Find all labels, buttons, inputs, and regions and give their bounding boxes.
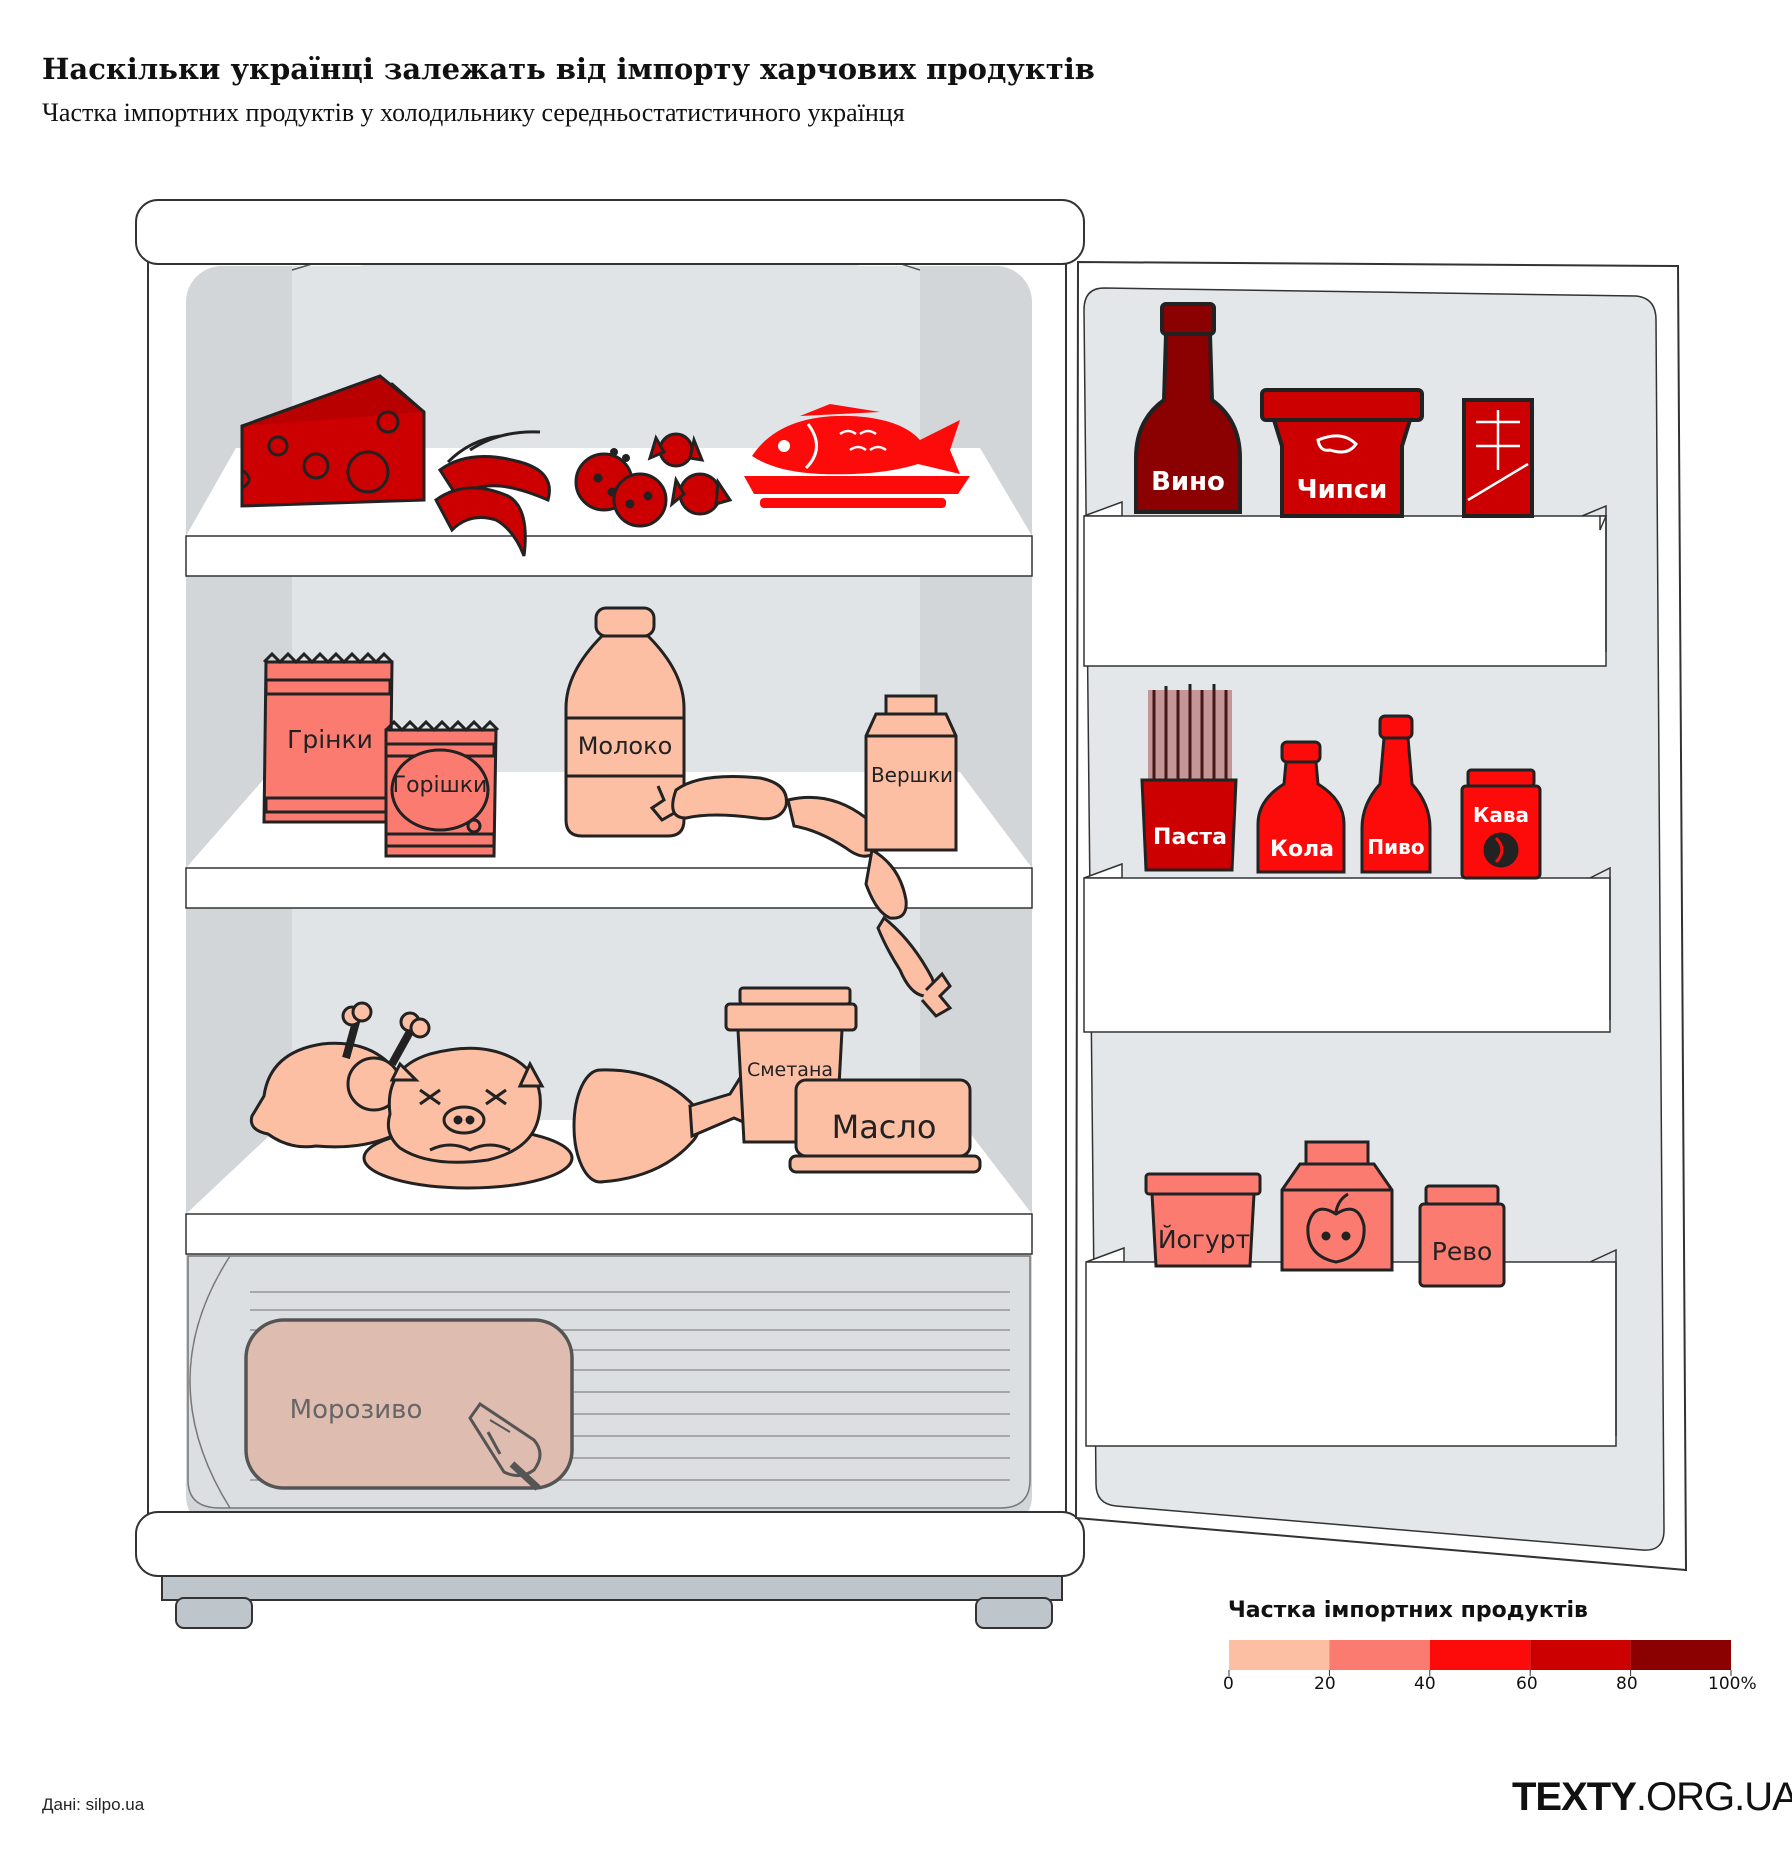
door-shelf-1 bbox=[1083, 515, 1607, 667]
legend-bin-0 bbox=[1229, 1640, 1330, 1670]
kola-bottle bbox=[1256, 740, 1346, 874]
kola-label: Кола bbox=[1270, 837, 1334, 862]
fridge-foot-right bbox=[975, 1597, 1053, 1629]
legend-tick-80: 80 bbox=[1616, 1674, 1638, 1694]
chypsy-label: Чипси bbox=[1297, 475, 1388, 505]
fridge-bottom bbox=[135, 1511, 1085, 1577]
legend-bin-3 bbox=[1530, 1640, 1631, 1670]
cheese-icon bbox=[240, 374, 426, 508]
page-title: Наскільки українці залежать від імпорту … bbox=[42, 52, 1095, 86]
revo-can bbox=[1418, 1184, 1506, 1288]
pasta-pack bbox=[1140, 684, 1238, 872]
legend-tick-40: 40 bbox=[1414, 1674, 1436, 1694]
apple-icon bbox=[1306, 1192, 1366, 1264]
pyvo-label: Пиво bbox=[1367, 835, 1424, 859]
fridge-base bbox=[161, 1575, 1063, 1601]
brand-logo: TEXTY.ORG.UA bbox=[1512, 1775, 1792, 1820]
kava-can bbox=[1460, 768, 1542, 880]
pasta-label: Паста bbox=[1153, 825, 1227, 850]
shrimp-icon bbox=[434, 430, 551, 557]
legend-tick-100: 100% bbox=[1708, 1674, 1757, 1694]
vyno-bottle bbox=[1134, 302, 1242, 514]
vershky-label: Вершки bbox=[871, 763, 953, 787]
morozyvo-label: Морозиво bbox=[290, 1395, 423, 1425]
legend-bin-2 bbox=[1429, 1640, 1531, 1670]
door-shelf-2 bbox=[1083, 877, 1611, 1033]
kava-label: Кава bbox=[1473, 803, 1529, 827]
grinky-label: Грінки bbox=[287, 725, 373, 754]
maslo-label: Масло bbox=[832, 1108, 937, 1146]
page-subtitle: Частка імпортних продуктів у холодильник… bbox=[42, 98, 905, 127]
legend-bin-4 bbox=[1630, 1640, 1731, 1670]
juice-carton bbox=[1280, 1140, 1394, 1272]
vyno-label: Вино bbox=[1151, 467, 1225, 497]
pyvo-bottle bbox=[1360, 714, 1432, 874]
horishky-pack bbox=[384, 719, 500, 858]
brand-logo-rest: .ORG.UA bbox=[1635, 1775, 1792, 1819]
source-note: Дані: silpo.ua bbox=[42, 1795, 145, 1814]
chicken-icon bbox=[249, 1001, 431, 1149]
door-shelves bbox=[1083, 500, 1617, 1447]
legend-tick-20: 20 bbox=[1314, 1674, 1336, 1694]
fridge-top bbox=[135, 199, 1085, 265]
fish-icon bbox=[744, 404, 970, 508]
shelf-3-edge bbox=[185, 1213, 1033, 1255]
legend-tick-0: 0 bbox=[1223, 1674, 1234, 1694]
maslo-box bbox=[788, 1078, 982, 1174]
smetana-label: Сметана bbox=[747, 1059, 833, 1081]
chocolate-icon bbox=[1462, 398, 1534, 518]
ice-cream-icon bbox=[468, 1401, 542, 1491]
candy-icon bbox=[574, 432, 733, 528]
pig-icon bbox=[362, 1046, 574, 1190]
legend-bar bbox=[1228, 1640, 1732, 1676]
sausage-icon bbox=[649, 775, 953, 1018]
fridge-foot-left bbox=[175, 1597, 253, 1629]
horishky-label: Горішки bbox=[393, 773, 488, 798]
vershky-carton bbox=[864, 694, 958, 852]
door-shelf-3 bbox=[1085, 1261, 1617, 1447]
yohurt-label: Йогурт bbox=[1158, 1225, 1250, 1254]
brand-logo-bold: TEXTY bbox=[1512, 1775, 1637, 1819]
chypsy-pack bbox=[1260, 388, 1424, 518]
legend-tick-60: 60 bbox=[1516, 1674, 1538, 1694]
revo-label: Рево bbox=[1432, 1237, 1493, 1266]
morozyvo-box bbox=[244, 1318, 574, 1491]
legend-title: Частка імпортних продуктів bbox=[1228, 1598, 1588, 1623]
moloko-bottle bbox=[564, 606, 686, 838]
yohurt-cup bbox=[1144, 1172, 1262, 1268]
legend-bin-1 bbox=[1329, 1640, 1430, 1670]
shelf-1-edge bbox=[185, 535, 1033, 577]
moloko-label: Молоко bbox=[578, 732, 673, 760]
